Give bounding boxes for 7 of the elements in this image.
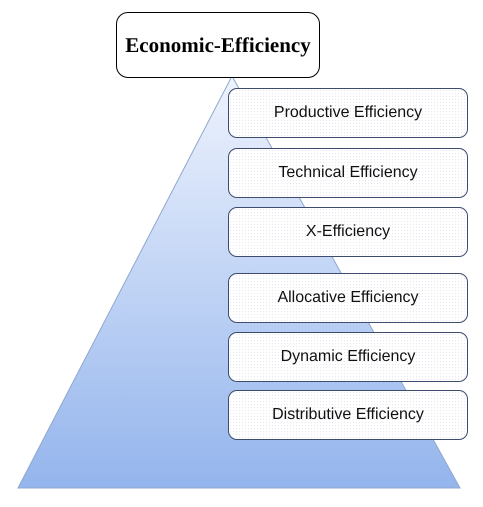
level-box: Distributive Efficiency xyxy=(228,390,468,440)
level-box: X-Efficiency xyxy=(228,207,468,257)
level-box: Allocative Efficiency xyxy=(228,273,468,323)
title-box: Economic-Efficiency xyxy=(116,12,320,78)
level-box: Productive Efficiency xyxy=(228,88,468,138)
level-box: Technical Efficiency xyxy=(228,148,468,198)
level-box: Dynamic Efficiency xyxy=(228,332,468,382)
